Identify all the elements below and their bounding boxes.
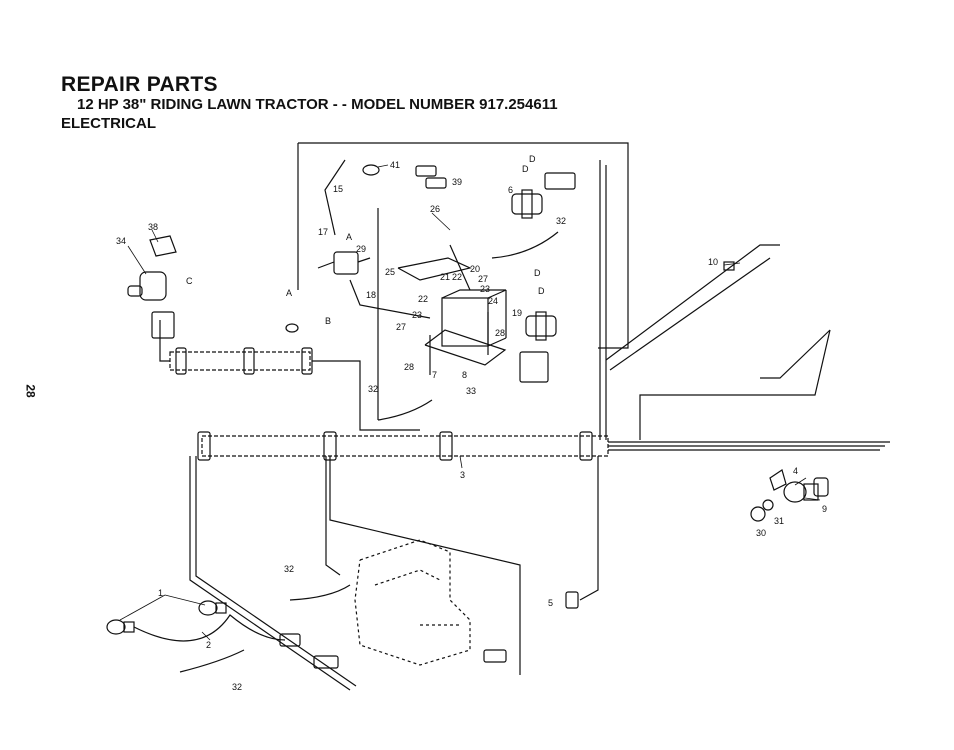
main-harness [197, 431, 890, 461]
headlight-harness [133, 614, 286, 642]
key-switch [783, 477, 829, 503]
bottom-connector-b [483, 649, 507, 663]
wire-to-10b [609, 257, 771, 371]
part-5 [565, 591, 579, 609]
section-title: ELECTRICAL [61, 115, 156, 132]
callout-d1: D [529, 154, 536, 164]
callout-27a: 27 [478, 274, 488, 284]
page-title: REPAIR PARTS [61, 73, 218, 96]
callout-23b: 23 [412, 310, 422, 320]
callout-8: 8 [462, 370, 467, 380]
callout-20: 20 [470, 264, 480, 274]
wire-to-5 [579, 456, 599, 601]
callout-24: 24 [488, 296, 498, 306]
callout-32a: 32 [556, 216, 566, 226]
callout-d3: D [534, 268, 541, 278]
callout-27b: 27 [396, 322, 406, 332]
callout-25: 25 [385, 267, 395, 277]
fuse-10 [723, 261, 735, 271]
nut-30 [750, 506, 766, 522]
callout-39: 39 [452, 177, 462, 187]
wire-mid-down [325, 456, 341, 576]
ground-wire [639, 329, 831, 440]
bracket-38 [149, 235, 177, 257]
callout-2: 2 [206, 640, 211, 650]
callout-17: 17 [318, 227, 328, 237]
engine-outline [354, 539, 471, 666]
callout-34: 34 [116, 236, 126, 246]
callout-c: C [186, 276, 193, 286]
battery-tray [424, 329, 507, 366]
callout-18: 18 [366, 290, 376, 300]
callout-9: 9 [822, 504, 827, 514]
callout-1: 1 [158, 588, 163, 598]
leader-lines [119, 164, 821, 641]
key-4 [769, 469, 787, 491]
cable-32a [491, 231, 559, 259]
callout-22b: 22 [418, 294, 428, 304]
headlight-left [106, 619, 135, 635]
switch-6 [511, 172, 576, 219]
cable-32b [377, 399, 433, 421]
battery-holddown [397, 257, 472, 281]
cable-32c [289, 584, 351, 601]
callout-19: 19 [512, 308, 522, 318]
callout-d2: D [522, 164, 529, 174]
callout-32d: 32 [232, 682, 242, 692]
callout-15: 15 [333, 184, 343, 194]
callout-6: 6 [508, 185, 513, 195]
callout-32c: 32 [284, 564, 294, 574]
callout-41: 41 [390, 160, 400, 170]
callout-30: 30 [756, 528, 766, 538]
callout-38: 38 [148, 222, 158, 232]
solenoid [317, 251, 371, 275]
headlight-connector [279, 633, 301, 647]
connector-39b [425, 177, 447, 189]
callout-29: 29 [356, 244, 366, 254]
wire-15 [324, 159, 346, 236]
callout-22a: 22 [452, 272, 462, 282]
washer-31 [762, 499, 774, 511]
frame-outline [298, 142, 629, 349]
callout-32b: 32 [368, 384, 378, 394]
callout-5: 5 [548, 598, 553, 608]
page-header: REPAIR PARTS 12 HP 38" RIDING LAWN TRACT… [61, 74, 558, 133]
callout-labels: 41 39 15 6 D D 32 26 17 29 38 34 C A A 2… [116, 154, 827, 692]
callout-28a: 28 [495, 328, 505, 338]
wire-to-10 [605, 244, 780, 361]
callout-4: 4 [793, 466, 798, 476]
callout-26: 26 [430, 204, 440, 214]
callout-28b: 28 [404, 362, 414, 372]
cable-32d [179, 649, 245, 673]
callout-31: 31 [774, 516, 784, 526]
ring-terminal [285, 323, 299, 333]
callout-10: 10 [708, 257, 718, 267]
bottom-connector-a [313, 655, 339, 669]
callout-a2: A [286, 288, 292, 298]
boot-41 [362, 164, 380, 176]
headlight-right [198, 600, 227, 616]
wire-bottom-right [329, 456, 521, 675]
callout-23a: 23 [480, 284, 490, 294]
ground-bracket [760, 329, 831, 379]
wire-left-down [189, 456, 351, 691]
callout-3: 3 [460, 470, 465, 480]
callout-7: 7 [432, 370, 437, 380]
wire-left-down-2 [195, 456, 357, 687]
callout-a: A [346, 232, 352, 242]
upper-left-harness [159, 320, 420, 431]
connector-39a [415, 165, 437, 177]
switch-19 [519, 311, 557, 383]
wire-26 [449, 244, 471, 291]
callout-33: 33 [466, 386, 476, 396]
ignition-module [127, 271, 175, 339]
callout-b: B [325, 316, 331, 326]
wire-18 [349, 279, 431, 319]
callout-d4: D [538, 286, 545, 296]
callout-21: 21 [440, 272, 450, 282]
page-subtitle: 12 HP 38" RIDING LAWN TRACTOR - - MODEL … [77, 96, 558, 113]
